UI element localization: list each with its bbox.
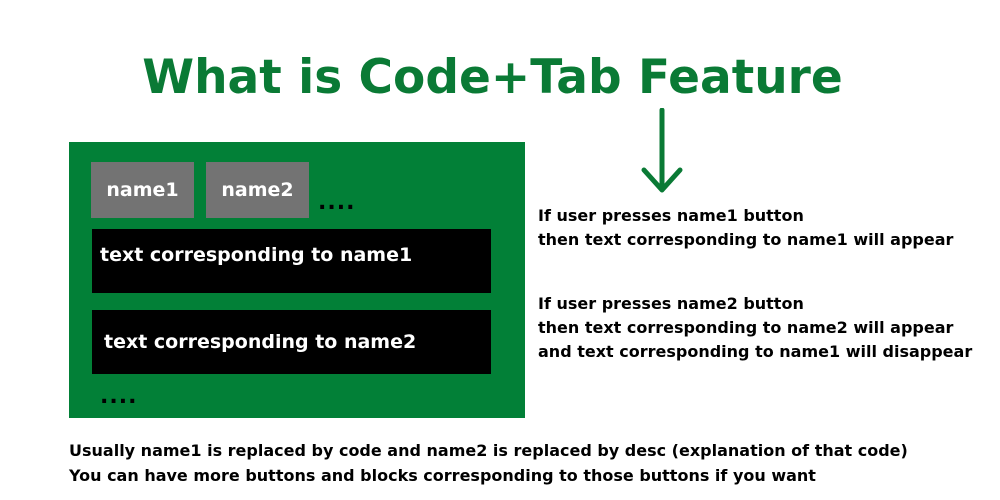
explanation-name2: If user presses name2 button then text c… [538, 292, 972, 364]
footer-line: You can have more buttons and blocks cor… [69, 466, 816, 485]
more-blocks-ellipsis: .... [100, 384, 138, 409]
arrow-down-icon [641, 108, 683, 193]
content-block-name2: text corresponding to name2 [92, 310, 491, 374]
explanation-line: If user presses name1 button [538, 206, 804, 225]
page-title: What is Code+Tab Feature [142, 50, 843, 105]
content-block-text: text corresponding to name2 [104, 331, 417, 353]
tab-name2-button[interactable]: name2 [206, 162, 309, 218]
footer-line: Usually name1 is replaced by code and na… [69, 441, 908, 460]
explanation-line: then text corresponding to name2 will ap… [538, 318, 954, 337]
tab-name1-button[interactable]: name1 [91, 162, 194, 218]
footer-note: Usually name1 is replaced by code and na… [69, 438, 908, 488]
explanation-name1: If user presses name1 button then text c… [538, 204, 953, 252]
explanation-line: If user presses name2 button [538, 294, 804, 313]
code-tab-panel: name1 name2 .... text corresponding to n… [69, 142, 525, 418]
explanation-line: then text corresponding to name1 will ap… [538, 230, 954, 249]
content-block-name1: text corresponding to name1 [92, 229, 491, 293]
explanation-line: and text corresponding to name1 will dis… [538, 342, 973, 361]
more-tabs-ellipsis: .... [318, 190, 356, 215]
content-block-text: text corresponding to name1 [100, 244, 413, 266]
